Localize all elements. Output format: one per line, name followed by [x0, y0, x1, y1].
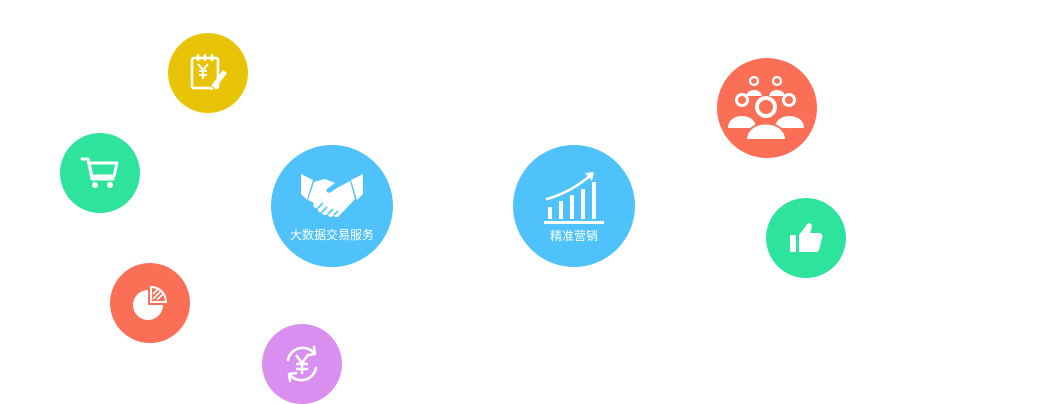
- yuan-bubble: [262, 324, 342, 404]
- growth-chart-icon: [544, 172, 604, 224]
- user-group-icon: [728, 75, 804, 141]
- trade-service-bubble: 大数据交易服务: [271, 145, 393, 267]
- handshake-icon: [301, 174, 363, 218]
- trade-service-label: 大数据交易服务: [289, 228, 374, 242]
- thumbs-up-icon: [790, 223, 823, 252]
- yuan-exchange-icon: [286, 345, 318, 383]
- notepad-bubble: [168, 33, 248, 113]
- pie-bubble: [110, 263, 190, 343]
- cart-bubble: [60, 133, 140, 213]
- precision-marketing-label: 精准营销: [549, 229, 598, 243]
- thumb-bubble: [766, 198, 846, 278]
- shopping-cart-icon: [80, 157, 119, 188]
- yuan-note-pencil-icon: [190, 54, 227, 90]
- users-bubble: [717, 58, 817, 158]
- precision-marketing-bubble: 精准营销: [513, 145, 635, 267]
- pie-chart-icon: [133, 285, 168, 320]
